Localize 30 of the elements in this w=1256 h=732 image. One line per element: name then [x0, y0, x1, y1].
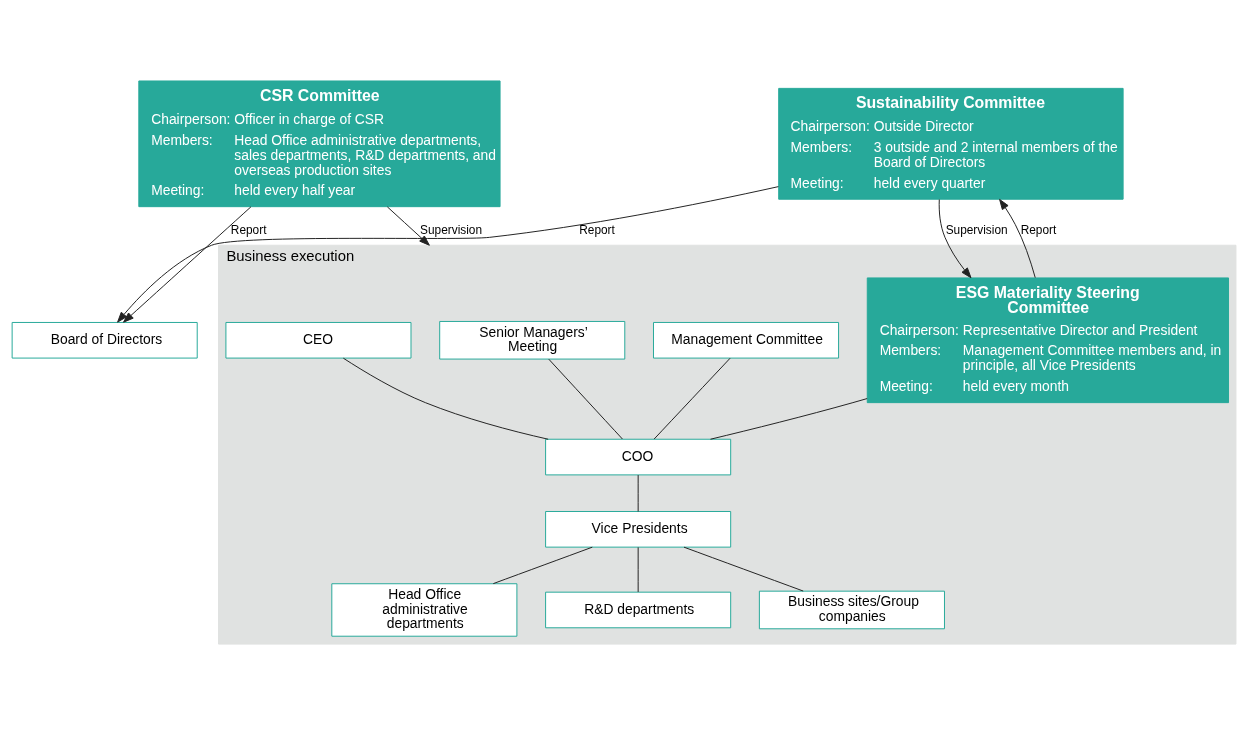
node-box: Vice Presidents: [545, 510, 732, 548]
edge-label: Report: [1020, 222, 1057, 237]
arrow: [999, 198, 1036, 278]
arrow: [117, 185, 779, 323]
arrow: [386, 205, 430, 246]
connector: [683, 546, 804, 592]
edge-label: Report: [230, 222, 267, 237]
node-box: Board of Directors: [11, 321, 198, 359]
arrow: [938, 198, 972, 278]
connector: [710, 397, 868, 440]
connector: [637, 546, 639, 592]
arrow: [123, 205, 252, 323]
node-box: Sustainability Committee Chairperson: Outside Director Members: 3 outside and 2 internal members of the Board of Directors Meeting: held every quarter: [778, 87, 1124, 200]
edge-label: Supervision: [945, 222, 1008, 237]
node-box: ESG Materiality Steering Committee Chairperson: Representative Director and President Members: Management Committee members and, in principle, all Vice Presidents Meeting: held every month: [866, 276, 1230, 403]
node-box: Management Committee: [653, 321, 840, 359]
node-box: CEO: [225, 321, 412, 359]
node-box: CSR Committee Chairperson: Officer in charge of CSR Members: Head Office administrative departments, sales departments, R&D departments, and overseas production sites Meeting: held every half year: [138, 79, 501, 207]
edge-label: Supervision: [420, 222, 483, 237]
node-box: Senior Managers’ Meeting: [439, 320, 626, 360]
edge-label: Report: [579, 222, 615, 237]
connector: [548, 358, 623, 439]
node-box: Head Office administrative departments: [331, 582, 518, 637]
connector: [342, 357, 549, 440]
connector: [637, 474, 639, 512]
connector: [653, 357, 731, 440]
node-box: R&D departments: [545, 591, 732, 628]
connector: [492, 546, 593, 584]
node-box: Business sites/Group companies: [758, 590, 945, 629]
node-box: COO: [545, 438, 732, 475]
